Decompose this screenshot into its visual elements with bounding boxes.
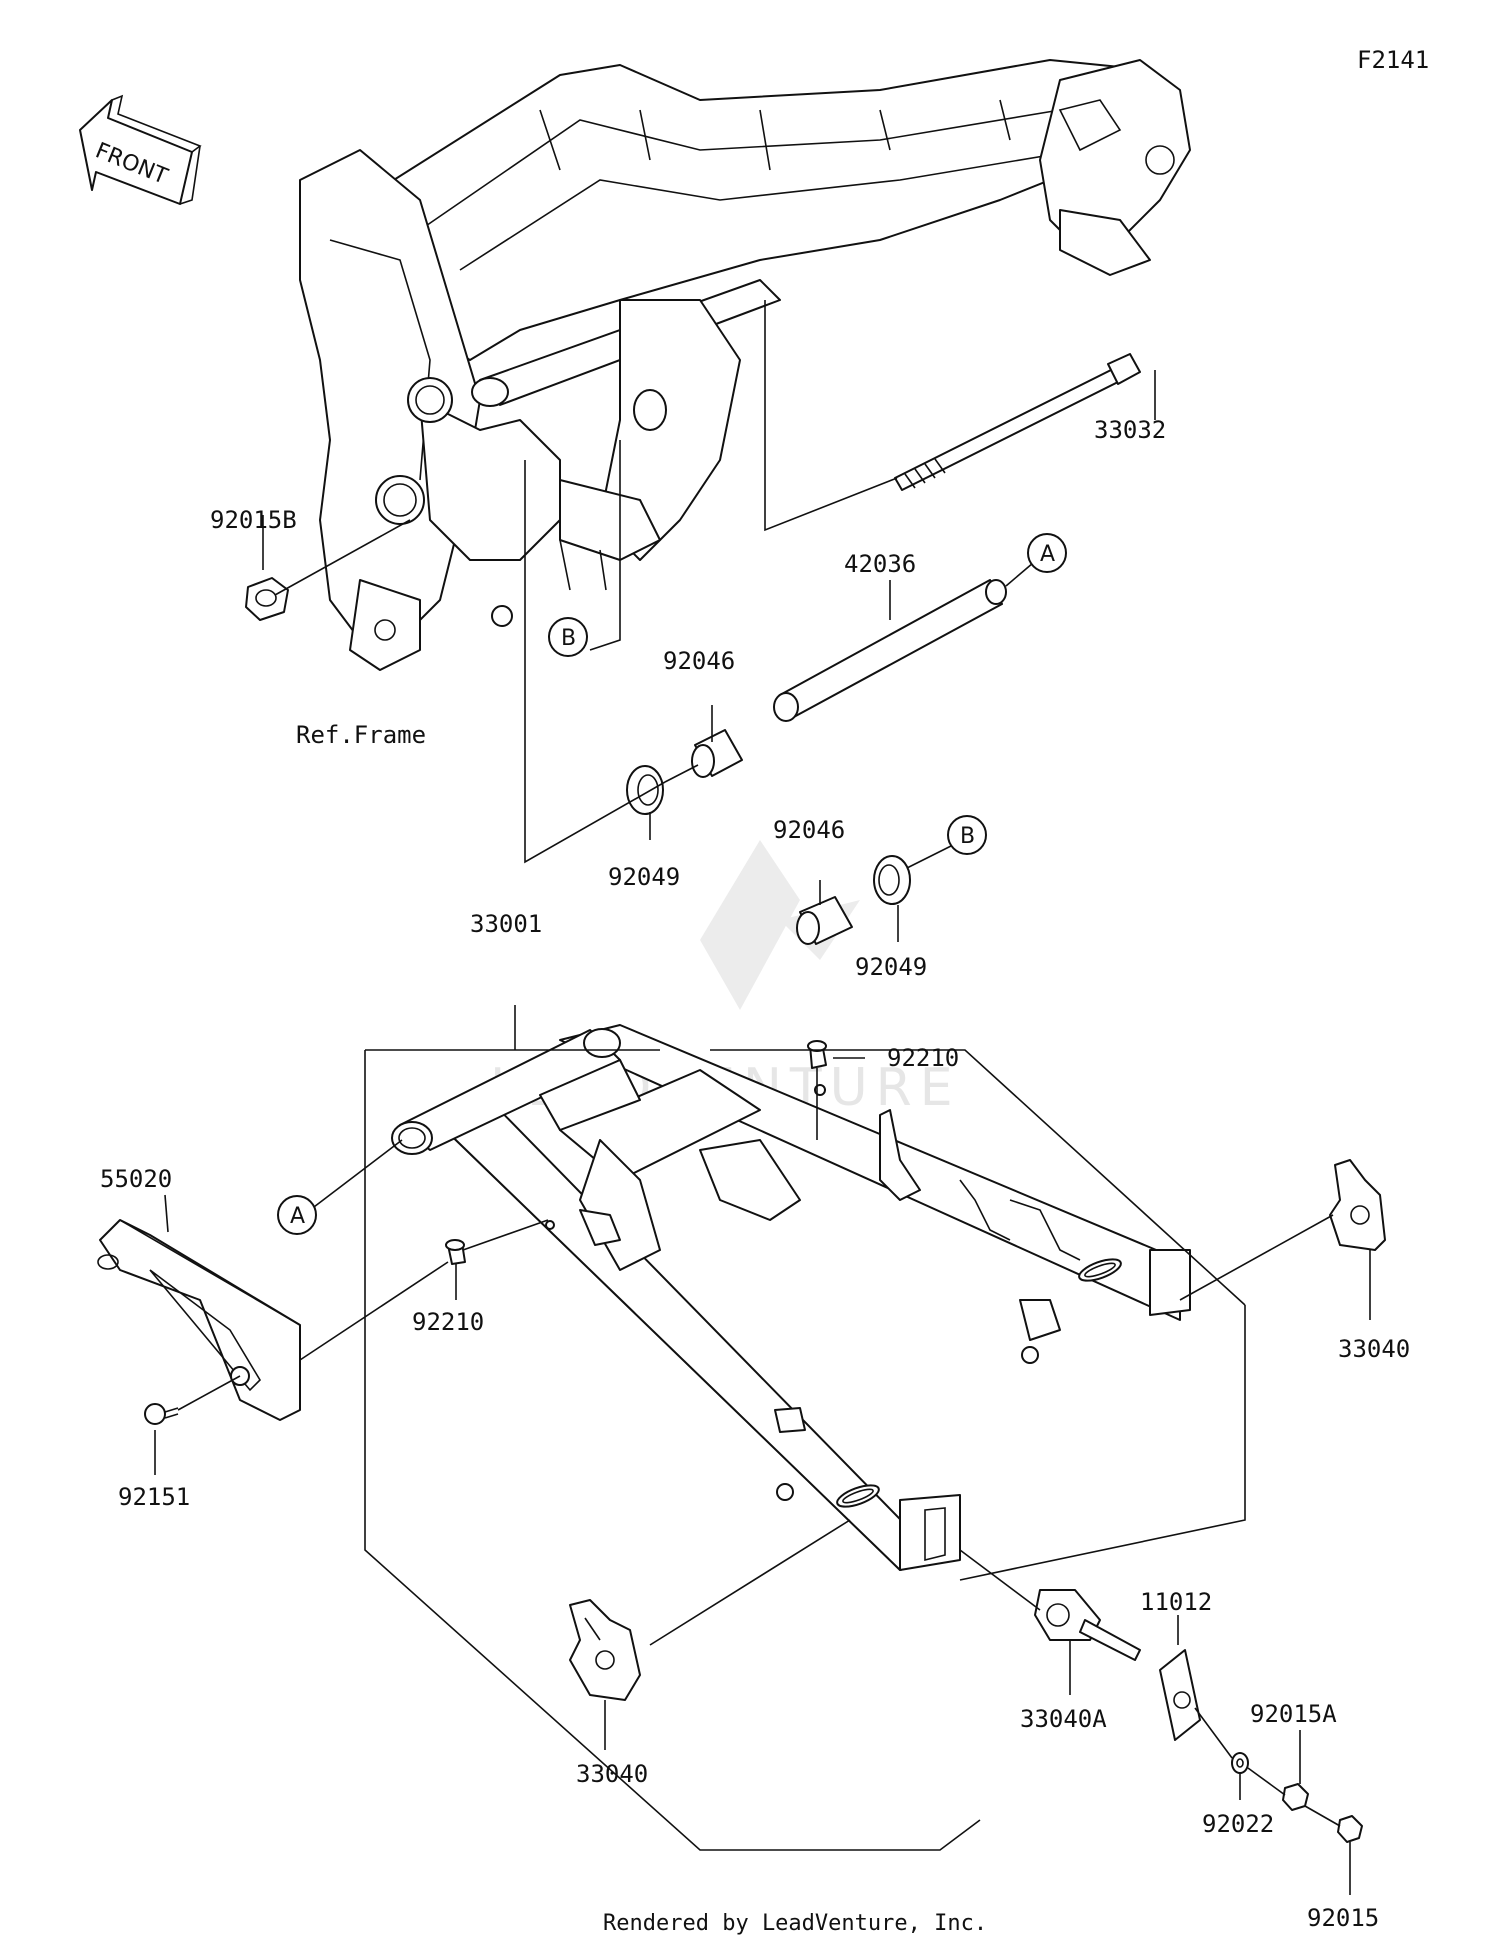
part-92151-screw xyxy=(144,1403,179,1425)
part-92210-fitting-upper xyxy=(807,1040,827,1069)
label-33040A: 33040A xyxy=(1020,1705,1107,1733)
part-11012-plate xyxy=(1159,1649,1201,1741)
label-92046-lower: 92046 xyxy=(773,816,845,844)
label-ref-frame: Ref.Frame xyxy=(296,721,426,749)
diagram-id: F2141 xyxy=(1357,46,1429,74)
part-92046-bearing-upper xyxy=(691,729,743,778)
label-92022: 92022 xyxy=(1202,1810,1274,1838)
part-92046-bearing-lower xyxy=(796,896,853,945)
part-33032-bolt xyxy=(894,353,1141,491)
ref-circle-a-upper: A xyxy=(1027,533,1067,573)
part-33040A-adjuster-bolt xyxy=(1034,1589,1141,1661)
ref-a-upper-text: A xyxy=(1040,542,1055,567)
label-33001: 33001 xyxy=(470,910,542,938)
label-92015B: 92015B xyxy=(210,506,297,534)
part-33040-adjuster-right xyxy=(1329,1159,1386,1251)
label-92015: 92015 xyxy=(1307,1904,1379,1932)
leader-lines xyxy=(154,300,1371,1895)
part-labels: 33032 92015B Ref.Frame 42036 92046 92049… xyxy=(100,416,1410,1932)
part-42036-collar xyxy=(773,579,1007,722)
label-92049-lower: 92049 xyxy=(855,953,927,981)
ref-b-lower-text: B xyxy=(960,824,975,849)
swingarm xyxy=(391,1024,1191,1571)
part-55020-chain-slider xyxy=(97,1219,301,1421)
label-55020: 55020 xyxy=(100,1165,172,1193)
part-92210-fitting-lower xyxy=(445,1239,466,1265)
label-33032: 33032 xyxy=(1094,416,1166,444)
part-92022-washer xyxy=(1231,1752,1249,1774)
label-92210-lower: 92210 xyxy=(412,1308,484,1336)
ref-b-upper-text: B xyxy=(561,626,576,651)
ref-circle-a-lower: A xyxy=(277,1195,317,1235)
label-33040-left: 33040 xyxy=(576,1760,648,1788)
label-92210-upper: 92210 xyxy=(887,1044,959,1072)
label-11012: 11012 xyxy=(1140,1588,1212,1616)
frame-assembly xyxy=(299,59,1191,671)
ref-circle-b-lower: B xyxy=(947,815,987,855)
footer-credit: Rendered by LeadVenture, Inc. xyxy=(603,1911,987,1936)
front-arrow-icon: FRONT xyxy=(79,94,202,205)
part-92049-seal-upper xyxy=(626,765,664,815)
label-42036: 42036 xyxy=(844,550,916,578)
label-92046-upper: 92046 xyxy=(663,647,735,675)
label-33040-right: 33040 xyxy=(1338,1335,1410,1363)
label-92015A: 92015A xyxy=(1250,1700,1337,1728)
part-92049-seal-lower xyxy=(873,855,911,905)
part-92015A-nut xyxy=(1282,1783,1309,1811)
part-92015B-nut xyxy=(245,577,289,621)
ref-circle-b-upper: B xyxy=(548,617,588,657)
label-92049-upper: 92049 xyxy=(608,863,680,891)
label-92151: 92151 xyxy=(118,1483,190,1511)
ref-a-lower-text: A xyxy=(290,1204,305,1229)
part-92015-nut xyxy=(1337,1815,1363,1843)
part-33040-adjuster-left xyxy=(569,1599,641,1701)
